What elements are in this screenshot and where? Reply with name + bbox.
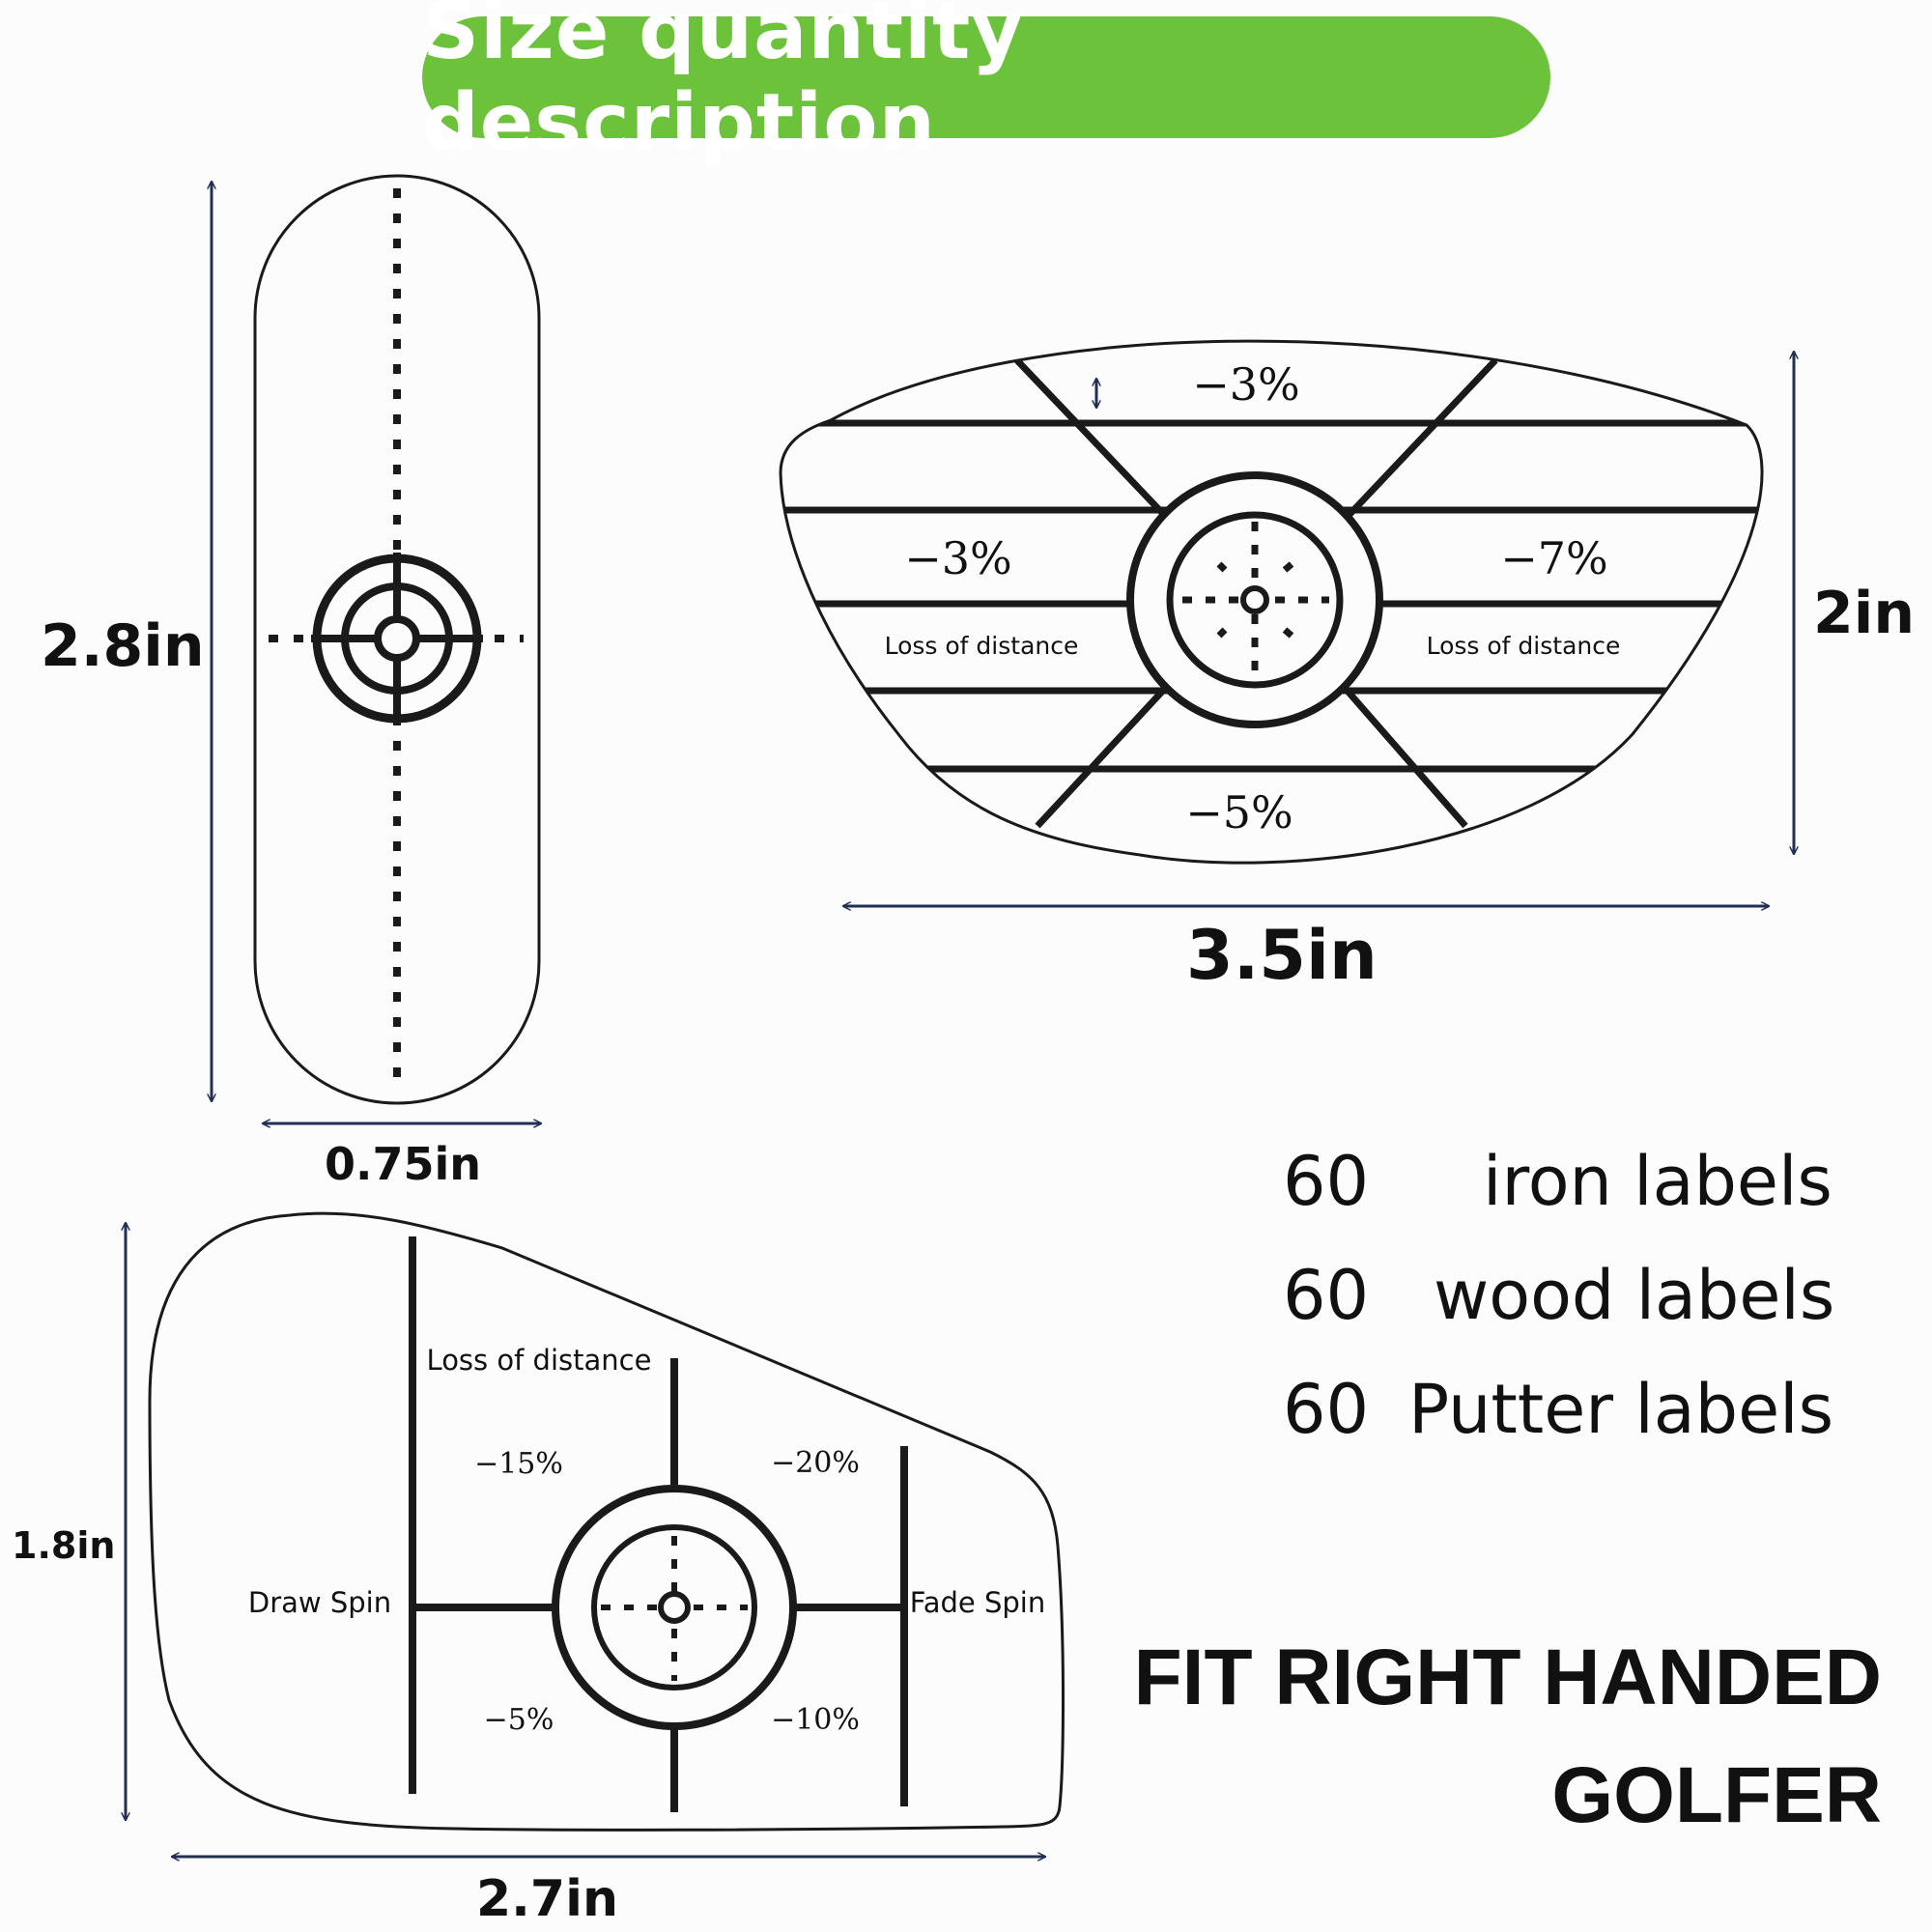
putter-width-label: 0.75in (325, 1138, 482, 1190)
wood-bottom-percent: −5% (1185, 786, 1293, 838)
putter-label-diagram (212, 174, 541, 1123)
iron-target-inner-ring (591, 1524, 757, 1690)
fit-text-line1: FIT RIGHT HANDED (1133, 1634, 1882, 1721)
iron-target-center (658, 1591, 691, 1624)
wood-top-percent: −3% (1192, 358, 1300, 411)
iron-bottom-right-percent: −10% (771, 1703, 860, 1737)
iron-top-right-percent: −20% (771, 1446, 860, 1480)
quantity-count-putter: 60 (1283, 1370, 1370, 1449)
quantity-label-wood: wood labels (1434, 1256, 1835, 1335)
wood-right-percent: −7% (1500, 532, 1608, 584)
wood-right-note: Loss of distance (1427, 632, 1621, 660)
iron-top-note: Loss of distance (427, 1344, 652, 1377)
quantity-label-iron: iron labels (1483, 1142, 1833, 1221)
wood-left-percent: −3% (904, 532, 1012, 584)
iron-width-label: 2.7in (476, 1870, 618, 1928)
wood-label-diagram: −3% −3% −7% −5% Loss of distance Loss of… (779, 339, 1835, 906)
wood-target-center (1240, 585, 1269, 614)
fit-text-line2: GOLFER (1551, 1751, 1882, 1839)
wood-height-label: 2in (1813, 580, 1916, 647)
title-banner: Size quantity description (422, 0, 1550, 169)
iron-label-outline (148, 1211, 1065, 1832)
quantity-label-putter: Putter labels (1408, 1370, 1834, 1449)
iron-height-label: 1.8in (12, 1524, 116, 1567)
page-title: Size quantity description (422, 0, 1024, 169)
iron-top-left-percent: −15% (474, 1447, 563, 1481)
wood-width-label: 3.5in (1186, 916, 1378, 995)
iron-label-diagram: Loss of distance −15% −20% −5% −10% Draw… (126, 1211, 1065, 1857)
putter-target-center (374, 615, 420, 662)
iron-left-note: Draw Spin (248, 1586, 391, 1619)
quantity-count-wood: 60 (1283, 1256, 1370, 1335)
wood-left-note: Loss of distance (885, 632, 1079, 660)
quantity-count-iron: 60 (1283, 1142, 1370, 1221)
iron-right-note: Fade Spin (910, 1586, 1046, 1619)
putter-label-outline (253, 174, 541, 1105)
iron-bottom-left-percent: −5% (484, 1703, 554, 1737)
wood-label-outline (779, 339, 1764, 865)
wood-target-inner-ring (1166, 511, 1344, 689)
putter-height-label: 2.8in (41, 612, 205, 680)
